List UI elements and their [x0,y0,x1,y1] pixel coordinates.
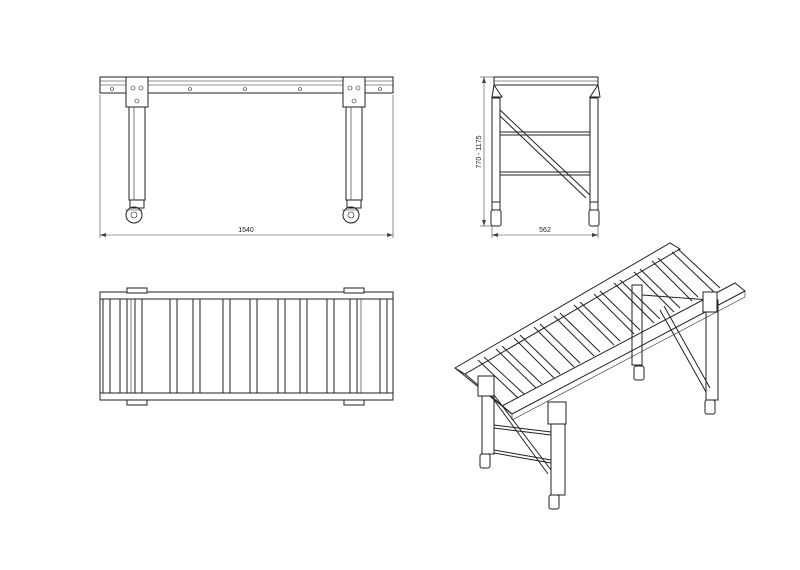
depth-dimension: 562 [491,226,599,238]
height-dimension-label: 770 - 1175 [476,135,483,168]
width-dimension: 1540 [99,95,394,238]
width-dimension-label: 1540 [238,227,254,234]
height-dimension: 770 - 1175 [476,76,494,227]
depth-dimension-label: 562 [539,227,551,234]
side-view [490,76,601,227]
front-view [99,76,394,224]
top-view-rollers [102,298,388,394]
isometric-view [454,242,746,510]
top-view [99,287,394,406]
isometric-casters [479,365,716,510]
isometric-rollers [477,248,721,399]
